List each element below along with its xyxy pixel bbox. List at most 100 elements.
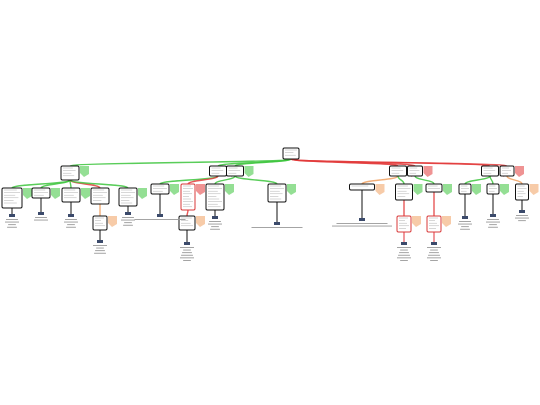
corner-flag-icon — [287, 184, 296, 195]
tree-node-e1x[interactable] — [426, 215, 442, 233]
leaf-text-line — [458, 223, 472, 225]
leaf-c2[interactable] — [251, 202, 303, 228]
mini-document-icon — [125, 212, 131, 215]
leaf-text-line — [208, 223, 222, 225]
leaf-a4x[interactable] — [93, 230, 107, 254]
leaf-g1[interactable] — [515, 200, 529, 222]
leaf-text-line — [7, 226, 17, 228]
tree-node-a5[interactable] — [118, 187, 138, 207]
tree-node-e1[interactable] — [425, 183, 443, 193]
tree-node-d[interactable] — [389, 165, 407, 177]
leaf-text-line — [516, 215, 528, 216]
tree-node-g[interactable] — [499, 165, 515, 177]
leaf-b1[interactable] — [134, 194, 186, 220]
tree-node-a4x[interactable] — [92, 215, 108, 231]
node-box — [349, 183, 375, 191]
mini-document-icon — [97, 240, 103, 243]
tree-node-b2[interactable] — [180, 183, 196, 211]
leaf-text-line — [487, 219, 499, 220]
node-box — [90, 187, 110, 205]
leaf-text-line — [181, 254, 193, 256]
leaf-a2[interactable] — [34, 198, 48, 221]
leaf-text-line — [6, 219, 18, 220]
tree-node-c[interactable] — [226, 165, 244, 177]
corner-flag-icon — [413, 184, 423, 195]
leaf-text-line — [66, 226, 76, 228]
branch-edge-loss — [290, 158, 508, 167]
tree-node-f[interactable] — [481, 165, 499, 177]
branch-edge-loss — [187, 175, 219, 185]
branch-edge-gain — [489, 175, 494, 185]
leaf-text-line — [210, 228, 220, 230]
leaf-text-line — [429, 252, 439, 254]
node-box — [426, 215, 442, 233]
node-box — [481, 165, 499, 177]
tree-node-d1[interactable] — [349, 183, 375, 191]
corner-flag-icon — [412, 216, 421, 227]
leaf-text-line — [427, 247, 441, 248]
mini-document-icon — [359, 218, 365, 221]
tree-node-b1[interactable] — [150, 183, 170, 195]
leaf-text-line — [93, 245, 107, 246]
tree-node-c1[interactable] — [205, 183, 225, 211]
leaf-d1[interactable] — [332, 190, 392, 227]
tree-node-a2[interactable] — [31, 187, 51, 199]
leaf-c1[interactable] — [208, 210, 222, 230]
tree-node-a4[interactable] — [90, 187, 110, 205]
leaf-text-line — [427, 257, 441, 259]
leaf-text-line — [398, 254, 410, 256]
leaf-text-line — [486, 221, 500, 223]
corner-flag-icon — [244, 166, 254, 177]
leaf-text-line — [8, 224, 16, 226]
leaf-text-line — [430, 249, 438, 251]
tree-node-a3[interactable] — [61, 187, 81, 203]
tree-node-f1[interactable] — [458, 183, 472, 195]
tree-node-d2[interactable] — [395, 183, 413, 201]
leaf-a3[interactable] — [64, 202, 78, 228]
tree-node-a[interactable] — [60, 165, 80, 181]
node-box — [282, 147, 300, 160]
leaf-text-line — [64, 221, 78, 223]
leaf-a1[interactable] — [5, 208, 19, 228]
leaf-a5[interactable] — [121, 206, 135, 226]
tree-node-f2[interactable] — [486, 183, 500, 195]
branch-edge-loss — [186, 209, 189, 217]
leaf-d2x[interactable] — [397, 232, 411, 261]
leaf-text-line — [95, 250, 105, 252]
tree-node-b[interactable] — [209, 165, 227, 177]
leaf-e1x[interactable] — [427, 232, 441, 261]
tree-node-d2x[interactable] — [396, 215, 412, 233]
branch-edge-gain — [214, 175, 236, 185]
tree-node-g1[interactable] — [515, 183, 529, 201]
node-box — [267, 183, 287, 203]
mini-document-icon — [490, 214, 496, 217]
node-box — [150, 183, 170, 195]
tree-node-c2[interactable] — [267, 183, 287, 203]
node-box — [407, 165, 423, 177]
corner-flag-icon — [196, 216, 205, 227]
tree-node-root[interactable] — [282, 147, 300, 160]
leaf-text-line — [488, 226, 498, 228]
leaf-text-line — [332, 225, 392, 227]
tree-node-a1[interactable] — [1, 187, 23, 209]
corner-flag-icon — [423, 166, 433, 177]
tree-node-b2x[interactable] — [178, 215, 196, 231]
leaf-text-line — [122, 217, 134, 218]
corner-flag-icon — [138, 188, 147, 199]
tree-node-e[interactable] — [407, 165, 423, 177]
corner-flag-icon — [500, 184, 509, 195]
branch-edge-gain — [11, 179, 71, 189]
branch-edge-gain — [234, 175, 278, 185]
leaf-f2[interactable] — [486, 194, 500, 228]
node-box — [226, 165, 244, 177]
branch-edge-gain — [397, 175, 405, 185]
corner-flag-icon — [515, 166, 524, 177]
mini-document-icon — [184, 242, 190, 245]
corner-flag-icon — [170, 184, 179, 195]
leaf-b2x[interactable] — [180, 230, 194, 261]
corner-flag-icon — [225, 184, 234, 195]
mini-document-icon — [274, 222, 280, 225]
leaf-f1[interactable] — [458, 194, 472, 230]
node-box — [205, 183, 225, 211]
